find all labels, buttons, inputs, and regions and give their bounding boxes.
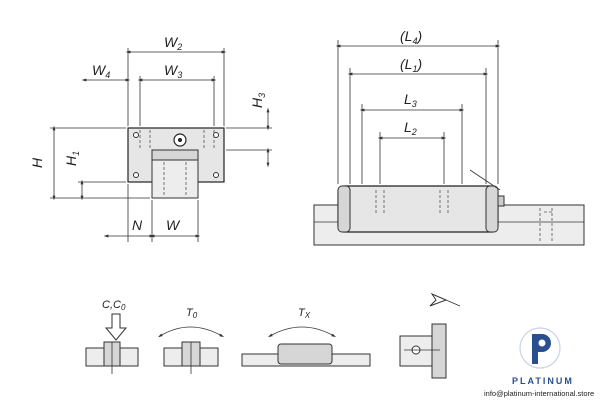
l1-label: (L1) [400,56,422,74]
end-seal-right [485,185,499,233]
rotate-arrow-icon [157,326,225,338]
l2-label: L2 [404,119,417,137]
h-label: H [29,157,45,168]
load-icons: C,C0 T0 TX [85,292,461,379]
tilt-arrow-icon [267,326,337,338]
w3-label: W3 [164,62,182,80]
brand-name: PLATINUM [512,376,574,386]
l3-label: L3 [404,91,417,109]
contact-email: info@platinum-international.store [484,389,594,398]
w2-label: W2 [164,34,182,52]
w-label: W [166,217,181,233]
end-seal-left [337,185,351,233]
down-arrow-icon [104,313,128,341]
mount-hole-left [133,132,139,138]
front-view: W2 W3 W4 H3 H H1 N W [29,34,272,242]
w4-label: W4 [92,62,110,80]
side-block [337,185,499,233]
h1-label: H1 [63,151,81,166]
tx-label: TX [298,307,311,320]
l4-label: (L4) [400,28,422,46]
side-view: (L4) (L1) L3 L2 [313,28,585,246]
n-label: N [132,217,143,233]
rail-top [151,149,199,161]
mount-hole-right [213,132,219,138]
logo-mark-icon [532,334,551,364]
h3-label: H3 [249,93,267,108]
side-arrow-icon [429,292,448,307]
mount-hole-br [213,172,219,178]
platinum-logo: PLATINUM info@platinum-international.sto… [484,327,594,398]
t0-label: T0 [186,307,198,320]
side-grease-nipple-icon [497,195,505,207]
c-load-label: C,C0 [102,299,126,312]
mount-hole-bl [133,172,139,178]
